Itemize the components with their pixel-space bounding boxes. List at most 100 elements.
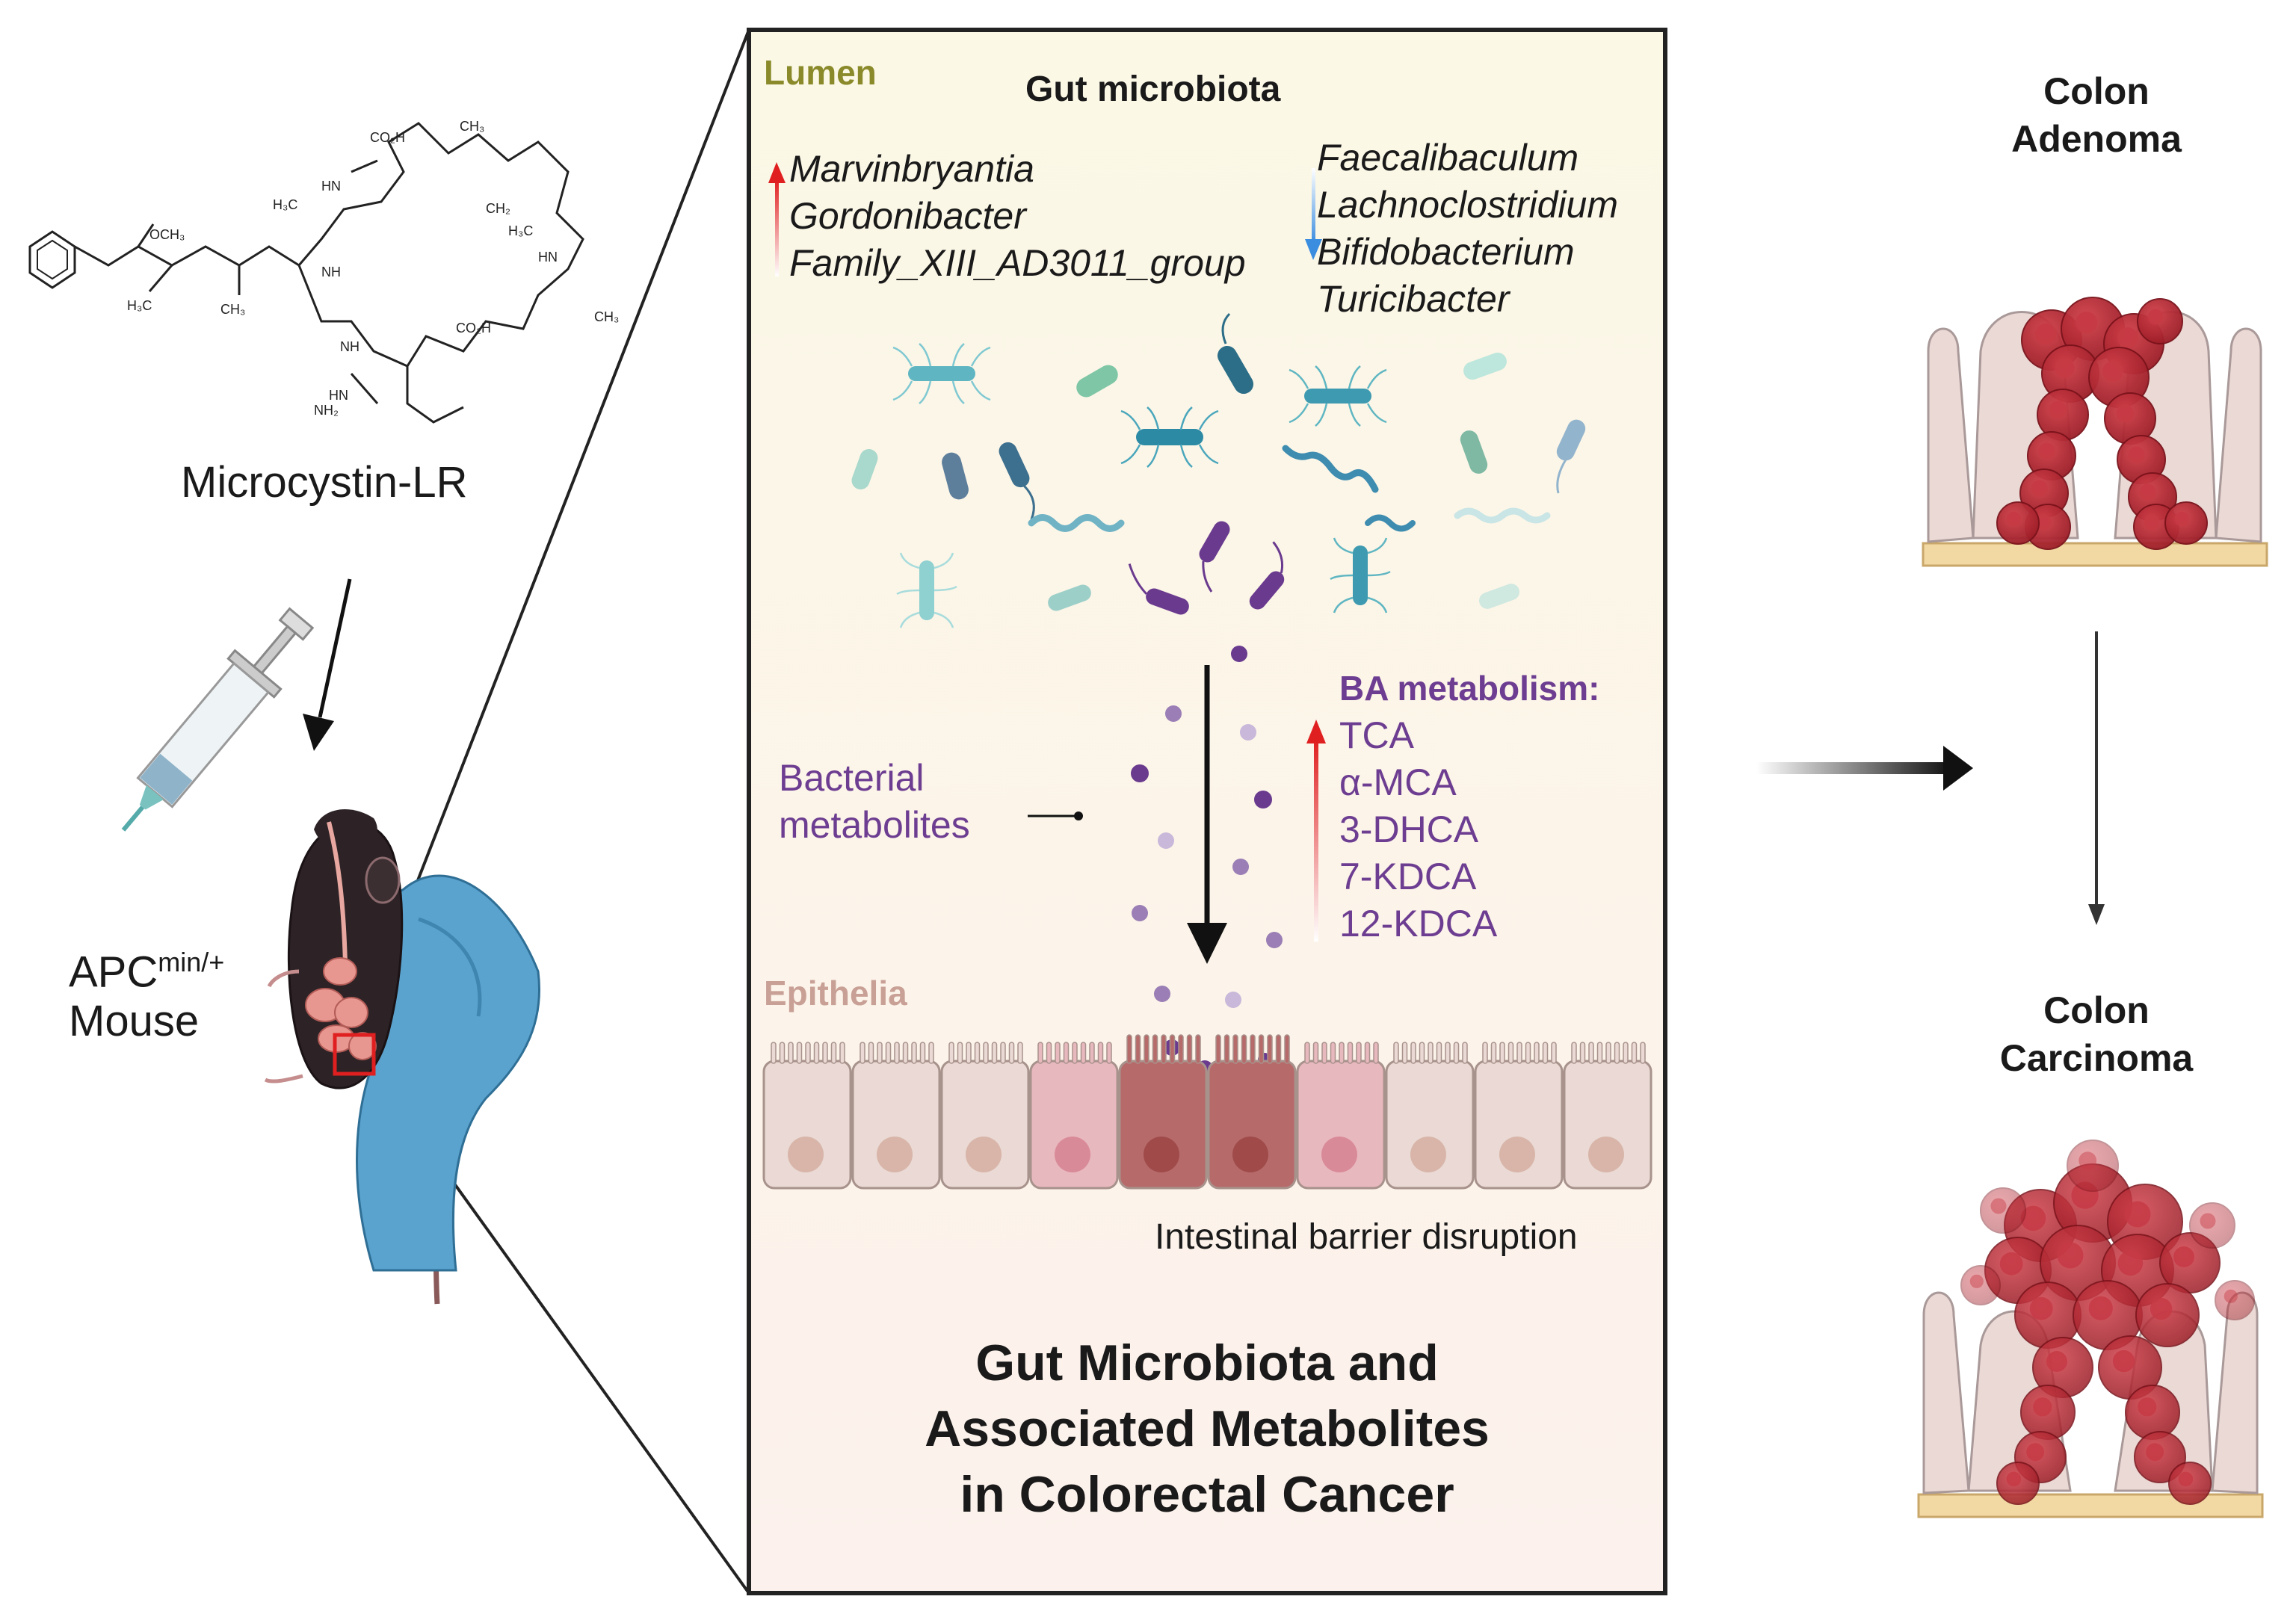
carcinoma-label-line: Colon xyxy=(2043,989,2150,1031)
svg-text:HN: HN xyxy=(329,388,348,403)
tumor-cell-nucleus xyxy=(2146,1443,2164,1462)
taxon-up: Family_XIII_AD3011_group xyxy=(789,242,1246,284)
ba-title: BA metabolism: xyxy=(1339,669,1600,708)
bacteria-cluster xyxy=(851,312,1586,628)
microvillus xyxy=(919,1042,926,1064)
bacterium xyxy=(1048,584,1091,611)
metabolite-dot xyxy=(1154,986,1170,1002)
taxon-up: Marvinbryantia xyxy=(789,148,1034,190)
taxon-down: Turicibacter xyxy=(1317,278,1510,320)
microvillus xyxy=(1215,1034,1221,1064)
tumor-cell-nucleus xyxy=(2174,511,2190,527)
microvillus xyxy=(1258,1034,1265,1064)
microvillus xyxy=(1499,1042,1505,1064)
microvillus xyxy=(830,1042,837,1064)
metabolite-dot xyxy=(1132,905,1148,921)
mouse-head xyxy=(314,809,377,853)
microvillus xyxy=(1089,1042,1095,1064)
epithelia-label: Epithelia xyxy=(764,974,907,1012)
adenoma-label-line: Colon xyxy=(2043,70,2150,112)
microvillus xyxy=(1339,1042,1345,1064)
microvillus xyxy=(1571,1042,1577,1064)
microvillus xyxy=(1436,1042,1442,1064)
mouse-esophagus xyxy=(327,821,348,965)
ba-item: α-MCA xyxy=(1339,761,1457,803)
cell-nucleus xyxy=(1232,1137,1268,1172)
taxa-down-arrow xyxy=(1312,168,1315,243)
ba-up-arrow xyxy=(1314,740,1318,942)
bacterium xyxy=(1463,352,1507,380)
taxon-down: Faecalibaculum xyxy=(1317,137,1579,179)
tumor-cell-nucleus xyxy=(2026,1443,2045,1462)
microvillus xyxy=(1596,1042,1603,1064)
tumor-cell-nucleus xyxy=(2038,442,2055,460)
microvillus xyxy=(1178,1034,1184,1064)
microvillus xyxy=(805,1042,811,1064)
bacterium xyxy=(1330,537,1391,613)
microvillus xyxy=(1321,1042,1327,1064)
taxon-down: Lachnoclostridium xyxy=(1317,184,1618,226)
tumor-cell xyxy=(1980,1187,2026,1234)
microvillus xyxy=(813,1042,820,1064)
svg-text:H₃C: H₃C xyxy=(508,223,533,238)
microvillus xyxy=(1614,1042,1620,1064)
cell-nucleus xyxy=(1499,1137,1535,1172)
bacterium xyxy=(892,343,991,404)
tumor-cell-nucleus xyxy=(2020,1205,2046,1231)
svg-text:CH₂: CH₂ xyxy=(486,201,510,216)
microvillus xyxy=(1410,1042,1416,1064)
microvillus xyxy=(1623,1042,1629,1064)
microvillus xyxy=(1080,1042,1087,1064)
tumor-cell-nucleus xyxy=(1969,1274,1984,1288)
microvillus xyxy=(839,1042,845,1064)
microcystin-structure xyxy=(28,122,584,424)
bacterium xyxy=(1454,507,1551,524)
tumor-cell-nucleus xyxy=(2046,1351,2067,1372)
svg-text:NH: NH xyxy=(321,265,341,279)
bacterial-metabolites-line: Bacterial xyxy=(779,757,925,799)
microvillus xyxy=(1017,1042,1023,1064)
tumor-cell-nucleus xyxy=(2057,1242,2084,1269)
microvillus xyxy=(1588,1042,1594,1064)
mouse-label: APCmin/+ Mouse xyxy=(69,938,224,1046)
carcinoma-illustration xyxy=(1917,1140,2264,1518)
tumor-cell-nucleus xyxy=(2033,1397,2052,1417)
tumor-cell-nucleus xyxy=(1999,1252,2023,1276)
microvillus xyxy=(1373,1042,1379,1064)
tumor-cell-nucleus xyxy=(2124,1201,2151,1228)
tumor-cell-nucleus xyxy=(2173,1246,2194,1267)
basement-membrane xyxy=(1922,542,2268,567)
decreased-taxa-list: Faecalibaculum Lachnoclostridium Bifidob… xyxy=(1317,135,1618,323)
microvillus xyxy=(1579,1042,1586,1064)
cell-nucleus xyxy=(877,1137,913,1172)
microvillus xyxy=(902,1042,909,1064)
microvillus xyxy=(1445,1042,1451,1064)
adenoma-label-line: Adenoma xyxy=(2011,118,2182,160)
tumor-cell-nucleus xyxy=(2006,511,2022,527)
mouse-and-glove xyxy=(264,809,540,1305)
microvillus xyxy=(1525,1042,1531,1064)
microvillus xyxy=(1542,1042,1549,1064)
main-title-line: in Colorectal Cancer xyxy=(960,1466,1454,1523)
mouse-label-main: APC xyxy=(69,947,158,997)
tumor-cell-nucleus xyxy=(2178,1471,2194,1487)
syringe xyxy=(121,607,315,832)
adenoma-label: Colon Adenoma xyxy=(1943,67,2250,163)
microvillus xyxy=(1284,1034,1290,1064)
lumen-label: Lumen xyxy=(764,53,877,92)
microvillus xyxy=(1507,1042,1514,1064)
metabolite-dot xyxy=(1232,859,1249,875)
tumor-cell-nucleus xyxy=(2147,309,2164,325)
tumor-cell-nucleus xyxy=(2079,1151,2097,1170)
bacterium xyxy=(1556,419,1586,461)
mouse-label-sup: min/+ xyxy=(158,947,225,977)
tumor-cell-nucleus xyxy=(2138,1397,2157,1417)
carcinoma-label-line: Carcinoma xyxy=(1999,1037,2194,1079)
microvillus xyxy=(1330,1042,1336,1064)
microvillus xyxy=(1169,1034,1176,1064)
svg-text:CH₃: CH₃ xyxy=(460,119,484,134)
basement-membrane xyxy=(1917,1493,2264,1518)
microvillus xyxy=(1364,1042,1371,1064)
microvillus xyxy=(1232,1034,1238,1064)
tumor-cell-nucleus xyxy=(2102,361,2123,382)
